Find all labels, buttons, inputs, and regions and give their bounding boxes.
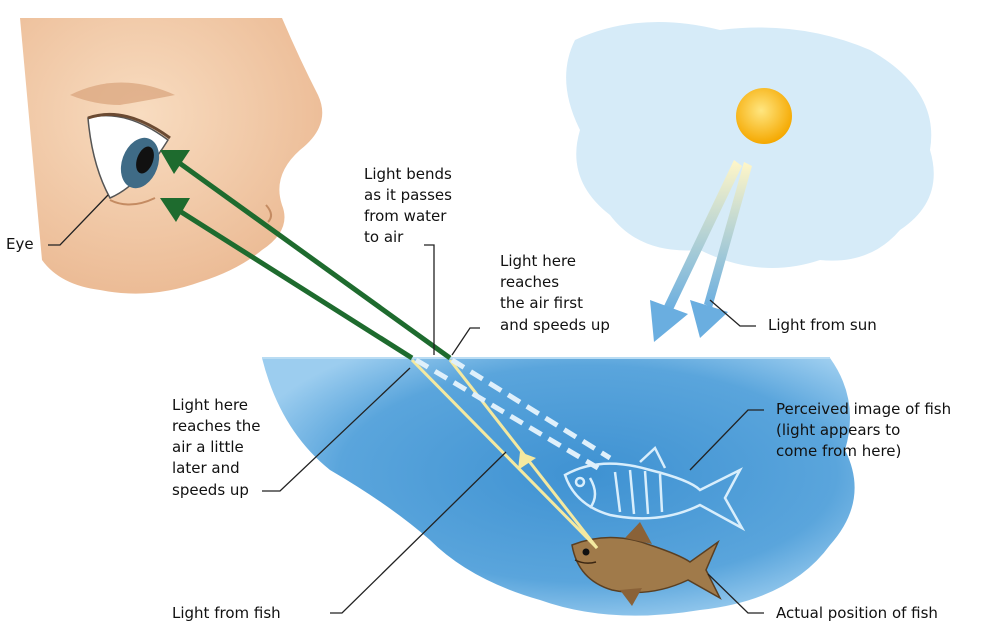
label-bend-2: as it passes	[364, 186, 452, 204]
label-first-4: and speeds up	[500, 316, 610, 334]
water-body	[262, 358, 855, 616]
label-actual-fish: Actual position of fish	[776, 604, 938, 622]
label-bend-4: to air	[364, 228, 404, 246]
label-perceived-2: (light appears to	[776, 421, 900, 439]
label-light-from-fish: Light from fish	[172, 604, 281, 622]
label-perceived-3: come from here)	[776, 442, 901, 460]
sky-cloud	[566, 22, 934, 268]
label-later-2: reaches the	[172, 417, 260, 435]
label-bend-3: from water	[364, 207, 447, 225]
label-eye: Eye	[6, 235, 34, 253]
label-first-1: Light here	[500, 252, 576, 270]
label-first-3: the air first	[500, 294, 583, 312]
label-sun: Light from sun	[768, 316, 877, 334]
label-bend-1: Light bends	[364, 165, 452, 183]
label-later-4: later and	[172, 459, 240, 477]
label-later-5: speeds up	[172, 481, 249, 499]
label-later-3: air a little	[172, 438, 244, 456]
sun	[736, 88, 792, 144]
label-first-2: reaches	[500, 273, 559, 291]
label-perceived-1: Perceived image of fish	[776, 400, 951, 418]
label-later-1: Light here	[172, 396, 248, 414]
